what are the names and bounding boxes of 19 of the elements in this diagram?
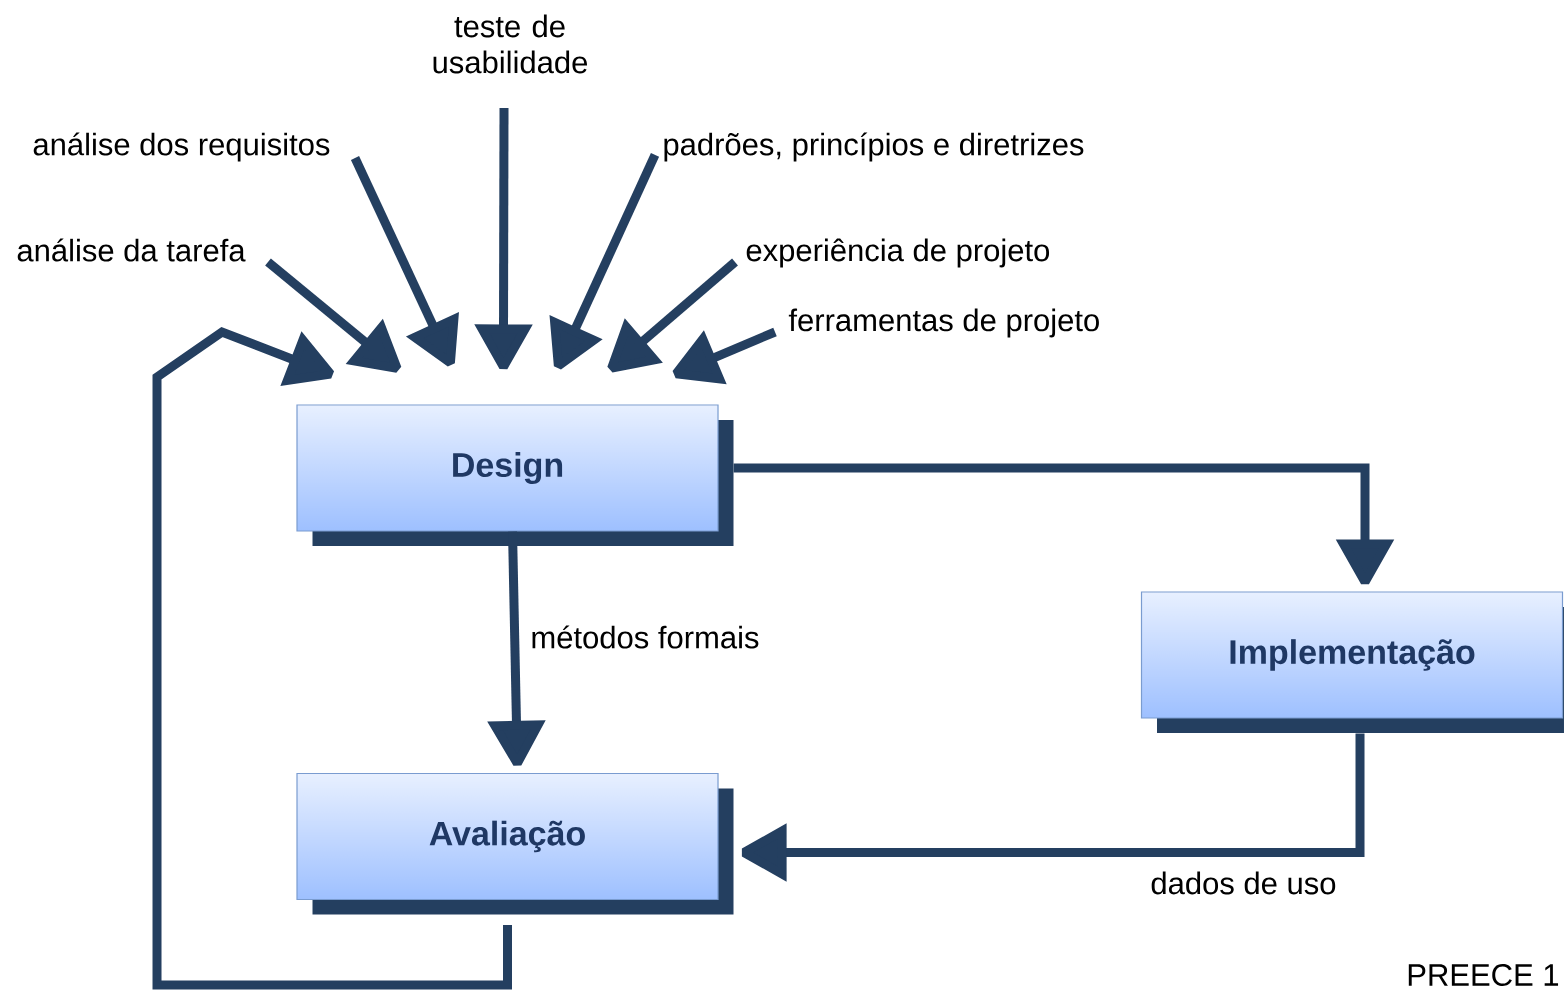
arrow xyxy=(671,327,777,385)
input-label: padrões, princípios e diretrizes xyxy=(664,132,1084,162)
arrow xyxy=(739,733,1365,882)
edge-label: métodos formais xyxy=(532,625,759,649)
arrow xyxy=(350,156,459,368)
source-note: PREECE 1 xyxy=(1408,964,1559,986)
arrow xyxy=(733,463,1395,587)
process-box: Implementação xyxy=(1140,591,1564,733)
process-box: Avaliação xyxy=(296,772,734,915)
input-label: ferramentas de projeto xyxy=(788,308,1099,338)
input-label: teste de usabilidade xyxy=(433,14,587,74)
process-box: Design xyxy=(296,404,734,546)
arrow xyxy=(152,326,512,990)
arrow xyxy=(607,258,738,373)
arrow xyxy=(265,258,402,373)
input-label: análise da tarefa xyxy=(17,238,246,262)
input-label: análise dos requisitos xyxy=(33,132,330,162)
input-label: experiência de projeto xyxy=(746,238,1050,268)
edge-label: dados de uso xyxy=(1151,871,1336,895)
